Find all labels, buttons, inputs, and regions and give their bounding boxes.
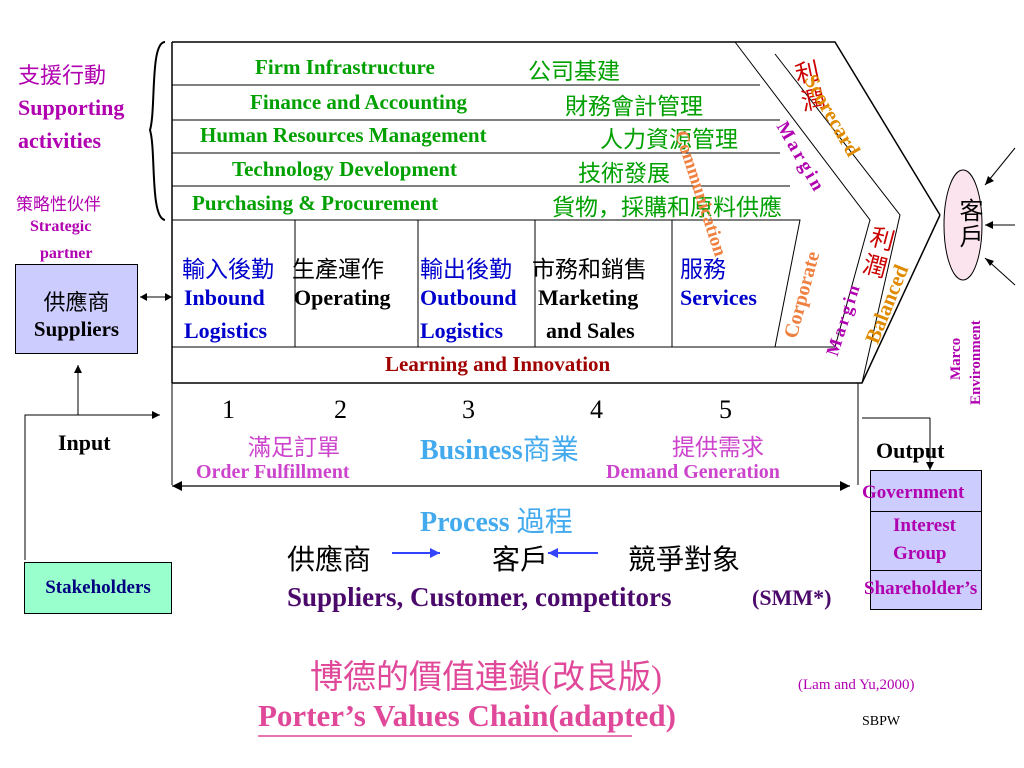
step-1: 1	[222, 395, 235, 424]
row-tech-en: Technology Development	[232, 157, 457, 181]
inbound-en-2: Logistics	[184, 318, 268, 343]
marketing-zh: 市務和銷售	[532, 257, 647, 282]
customer-label: 客戶	[955, 198, 981, 250]
row-purchasing-zh: 貨物，採購和原料供應	[552, 195, 782, 220]
order-zh: 滿足訂單	[248, 435, 340, 460]
row-finance-zh: 財務會計管理	[565, 94, 703, 119]
suppliers-box: 供應商 Suppliers	[15, 264, 138, 354]
process-en: Process	[420, 507, 510, 538]
row-purchasing-en: Purchasing & Procurement	[192, 191, 439, 215]
suppliers-zh: 供應商	[43, 290, 110, 315]
smm-tag: (SMM*)	[752, 585, 832, 610]
process-zh: 過程	[516, 507, 573, 538]
title-en: Porter’s Values Chain(adapted)	[258, 698, 676, 734]
demand-zh: 提供需求	[672, 435, 764, 460]
smm-zh-1: 供應商	[287, 545, 372, 576]
inbound-en-1: Inbound	[184, 285, 265, 310]
right-boxes	[870, 470, 982, 610]
title-zh: 博德的價值連鎖(改良版)	[310, 660, 662, 696]
step-2: 2	[334, 395, 347, 424]
strategic-zh: 策略性伙伴	[16, 195, 101, 214]
supporting-en-1: Supporting	[18, 95, 125, 120]
smm-zh-2: 客戶	[492, 545, 549, 576]
supporting-en-2: activities	[18, 128, 102, 153]
row-finance-en: Finance and Accounting	[250, 90, 468, 114]
customer-ellipse	[943, 169, 983, 281]
marketing-en-1: Marketing	[538, 285, 639, 310]
learning-innovation: Learning and Innovation	[385, 352, 611, 376]
outbound-en-2: Logistics	[420, 318, 504, 343]
box-group: Group	[893, 543, 947, 564]
box-government: Government	[862, 482, 965, 503]
operating-zh: 生產運作	[292, 257, 384, 282]
marketing-en-2: and Sales	[546, 318, 635, 343]
marco-2: Environment	[968, 320, 984, 405]
row-tech-zh: 技術發展	[578, 161, 670, 186]
row-firm-zh: 公司基建	[528, 59, 620, 84]
title-en-1: Porter’s Values Chain	[258, 698, 549, 733]
row-firm-en: Firm Infrastructure	[255, 55, 435, 79]
box-interest: Interest	[893, 515, 956, 536]
row-hr-en: Human Resources Management	[200, 123, 487, 147]
order-en: Order Fulfillment	[196, 461, 350, 483]
step-4: 4	[590, 395, 603, 424]
business-zh: 商業	[522, 435, 579, 466]
supporting-zh: 支援行動	[18, 63, 107, 88]
sbpw: SBPW	[862, 714, 901, 729]
outbound-en-1: Outbound	[420, 285, 517, 310]
business-label: Business商業	[420, 428, 579, 468]
process-label: Process 過程	[420, 500, 573, 540]
marco-1: Marco	[948, 337, 964, 380]
step-5: 5	[719, 395, 732, 424]
chain-outline-top	[172, 41, 941, 216]
box-shareholders: Shareholder’s	[864, 578, 978, 599]
input-label: Input	[58, 430, 111, 455]
outbound-zh: 輸出後勤	[420, 257, 512, 282]
services-en-1: Services	[680, 285, 757, 310]
inbound-zh: 輸入後勤	[182, 257, 274, 282]
smm-en: Suppliers, Customer, competitors	[287, 582, 672, 612]
output-label: Output	[876, 438, 945, 463]
operating-en-1: Operating	[294, 285, 391, 310]
citation: (Lam and Yu,2000)	[798, 677, 915, 693]
business-en: Business	[420, 435, 523, 466]
strategic-en-2: partner	[40, 245, 93, 262]
stakeholders-label: Stakeholders	[45, 577, 151, 598]
suppliers-en: Suppliers	[33, 317, 120, 341]
demand-en: Demand Generation	[606, 461, 780, 483]
services-zh: 服務	[680, 257, 726, 282]
smm-zh-3: 競爭對象	[628, 545, 741, 576]
strategic-en-1: Strategic	[30, 218, 92, 235]
row-hr-zh: 人力資源管理	[600, 127, 738, 152]
step-3: 3	[462, 395, 475, 424]
stakeholders-box: Stakeholders	[24, 562, 172, 614]
title-en-2: (adapted)	[548, 698, 676, 733]
